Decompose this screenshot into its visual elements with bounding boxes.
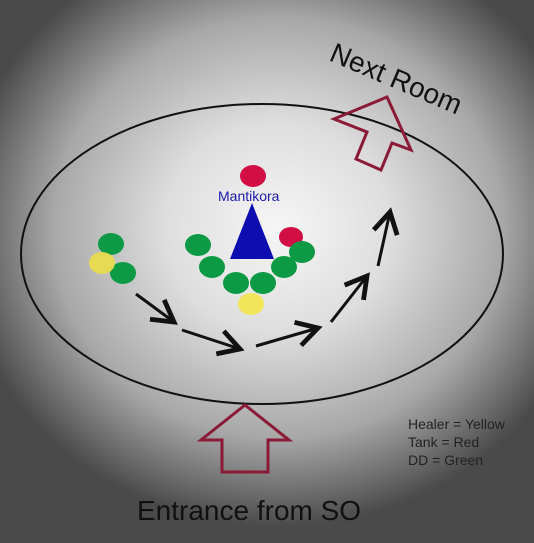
healer-marker-boss <box>238 293 264 315</box>
dd-marker <box>185 234 211 256</box>
path-arrow-4 <box>329 272 370 323</box>
entrance-label: Entrance from SO <box>137 495 361 526</box>
dd-group-boss <box>185 234 315 294</box>
dd-marker <box>110 262 136 284</box>
dd-marker <box>98 233 124 255</box>
dd-marker <box>223 272 249 294</box>
movement-path <box>135 207 400 357</box>
dd-group-left <box>98 233 136 284</box>
next-room-door-arrow <box>329 95 414 172</box>
dd-marker <box>289 241 315 263</box>
legend-healer: Healer = Yellow <box>408 416 506 432</box>
dd-marker <box>250 272 276 294</box>
boss-label: Mantikora <box>218 188 280 204</box>
next-room-label: Next Room <box>326 37 467 120</box>
room-outline <box>20 103 504 405</box>
path-arrow-5 <box>371 207 400 267</box>
dd-marker <box>271 256 297 278</box>
tank-marker-main <box>240 165 266 187</box>
legend: Healer = Yellow Tank = Red DD = Green <box>408 416 506 468</box>
legend-dd: DD = Green <box>408 452 483 468</box>
path-arrow-2 <box>181 328 245 357</box>
entrance-door-arrow <box>196 403 294 474</box>
healer-marker-left <box>89 252 115 274</box>
path-arrow-3 <box>255 319 323 348</box>
legend-tank: Tank = Red <box>408 434 479 450</box>
boss-marker <box>230 203 274 259</box>
path-arrow-1 <box>135 292 178 325</box>
dd-marker <box>199 256 225 278</box>
